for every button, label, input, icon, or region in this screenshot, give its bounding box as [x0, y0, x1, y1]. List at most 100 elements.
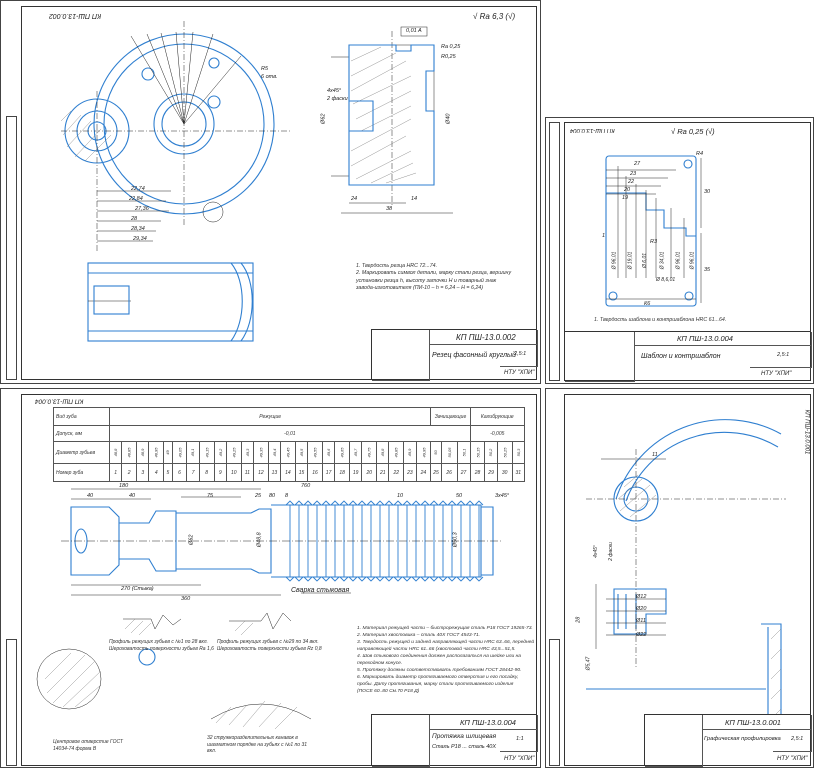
dim-38: 38 [386, 206, 393, 212]
title-block-1: КП ПШ-13.0.002 Резец фасонный круглый 2,… [371, 329, 538, 381]
template-drawing [605, 155, 702, 307]
dim-10: 10 [397, 493, 404, 499]
title-name: Протяжка шлицевая [432, 733, 497, 740]
dim-d50-3: Ø50,3 [452, 532, 459, 548]
dim-k6: К6 [644, 301, 651, 307]
tech-notes-2: 1. Твердость шаблона и контршаблона HRC … [594, 317, 727, 323]
dim-d2: Ø 19,01 [627, 251, 634, 270]
tooth-number-cell: 3 [136, 463, 150, 482]
roughness-symbol: √ Ra 6,3 (√) [473, 12, 516, 21]
dim-29-34: 29,34 [133, 236, 147, 242]
title-org: НТУ "ХПИ" [504, 370, 535, 376]
tooth-number-cell: 31 [511, 463, 526, 482]
tooth-number-cell: 21 [376, 463, 390, 482]
title-org: НТУ "ХПИ" [761, 371, 792, 377]
dim-8: 8 [285, 493, 289, 499]
tooth-number-cell: 14 [280, 463, 296, 482]
dim-d48-8: Ø48,8 [256, 532, 263, 548]
title-material: Сталь Р18 ... сталь 40Х [432, 744, 497, 750]
tech-notes-1: 1. Твердость резца HRC 72...74. 2. Марки… [356, 263, 512, 292]
dim-d20: Ø20 [636, 606, 647, 612]
tooth-number-cell: 29 [484, 463, 498, 482]
tolerance-frame: 0,01 A [406, 28, 422, 34]
title-scale: 2,5:1 [777, 352, 790, 358]
title-code: КП ПШ-13.0.004 [460, 718, 516, 727]
broach-tooth [366, 500, 376, 582]
dim-28-34: 28,34 [131, 226, 145, 232]
broach-tooth [402, 500, 412, 582]
dim-d6: Ø 96,01 [689, 251, 696, 270]
cutter-drawing [60, 21, 453, 342]
dim-d4: Ø 34,01 [659, 251, 666, 270]
tooth-number-cell: 19 [349, 463, 363, 482]
dim-22-84: 22,84 [129, 196, 143, 202]
roughness-symbol: √ Ra 0,25 (√) [671, 127, 715, 136]
sheet-frame [21, 6, 537, 380]
dim-d7: Ø 8,6,01 [656, 277, 676, 283]
dim-75: 75 [207, 493, 214, 499]
dim-22-74: 22,74 [131, 186, 145, 192]
tooth-number-cell: 15 [294, 463, 309, 482]
dim-760: 760 [301, 483, 311, 489]
broach-tooth [393, 500, 403, 582]
dim-r3: R3 [650, 239, 658, 245]
tooth-number-cell: 5 [163, 463, 173, 482]
dim-20: 20 [624, 187, 631, 193]
profile-note-2: Профиль режущих зубьев с №29 по 34 вкл. … [217, 639, 322, 652]
title-name: Шаблон и контршаблон [641, 353, 721, 360]
dim-40a: 40 [87, 493, 94, 499]
dim-22: 22 [628, 179, 635, 185]
dim-23: 23 [630, 171, 637, 177]
dim-11: 11 [652, 452, 658, 458]
dim-27-36: 27,36 [135, 206, 149, 212]
tooth-number-cell: 13 [267, 463, 282, 482]
title-org: НТУ "ХПИ" [504, 756, 535, 762]
title-name: Резец фасонный круглый [432, 352, 517, 359]
title-code: КП ПШ-13.0.002 [456, 333, 516, 342]
dim-28: 28 [575, 616, 582, 623]
tooth-number-cell: 23 [403, 463, 417, 482]
title-block-2: КП ПШ-13.0.004 Шаблон и контршаблон 2,5:… [564, 331, 812, 382]
dim-6-holes: 6 отв. [261, 74, 278, 80]
dim-270: 270 (Стыка) [121, 586, 154, 592]
dim-24: 24 [351, 196, 358, 202]
dim-ra-025: Ra 0,25 [441, 44, 461, 50]
dim-d62: Ø62 [188, 534, 195, 545]
dim-30: 30 [704, 189, 711, 195]
title-name: Графическая профилировка [704, 736, 781, 742]
dim-27: 27 [634, 161, 641, 167]
dim-80: 80 [269, 493, 276, 499]
dim-4x45: 4x45° [592, 545, 599, 558]
tech-notes-3: 1. Материал режущей части – быстрорежуща… [357, 626, 535, 694]
dim-d1: Ø 96,01 [611, 251, 618, 270]
dim-r5: R5 [261, 66, 269, 72]
roughness-value: Ra 6,3 [479, 12, 504, 21]
roughness-value: Ra 0,25 [677, 127, 704, 136]
title-block-4: КП ПШ-13.0.001 Графическая профилировка … [644, 714, 812, 767]
dim-25: 25 [255, 493, 262, 499]
dim-360: 360 [181, 596, 191, 602]
dim-d5-47: Ø5,47 [585, 656, 592, 671]
dim-50: 50 [456, 493, 463, 499]
tooth-number-cell: 18 [334, 463, 351, 482]
dim-40b: 40 [129, 493, 136, 499]
side-strip [6, 116, 17, 380]
tooth-number-cell: 27 [456, 463, 471, 482]
dim-d40: Ø40 [445, 113, 452, 124]
side-strip [6, 639, 17, 766]
dim-r4: R4 [696, 151, 704, 157]
profile-note-1: Профиль режущих зубьев с №1 по 28 вкл. Ш… [109, 639, 214, 652]
drawing-sheet-template: КП ПШ-13.0.004 √ Ra 0,25 (√) 27 23 22 20… [545, 117, 814, 384]
broach-tooth [312, 500, 322, 582]
title-scale: 1:1 [516, 736, 524, 742]
tooth-number-cell: 11 [240, 463, 254, 482]
sheet-frame [21, 394, 537, 766]
center-hole-note: Центровое отверстие ГОСТ 14034-74 форма … [53, 739, 123, 752]
broach-drawing [36, 488, 501, 730]
weld-label: Сварка стыковая [291, 587, 350, 594]
dim-d11: Ø11 [636, 618, 646, 624]
dim-d5: Ø 96,01 [675, 251, 682, 270]
title-org: НТУ "ХПИ" [777, 756, 808, 762]
dim-d62: Ø62 [320, 113, 327, 124]
dim-1: 1 [602, 233, 606, 239]
